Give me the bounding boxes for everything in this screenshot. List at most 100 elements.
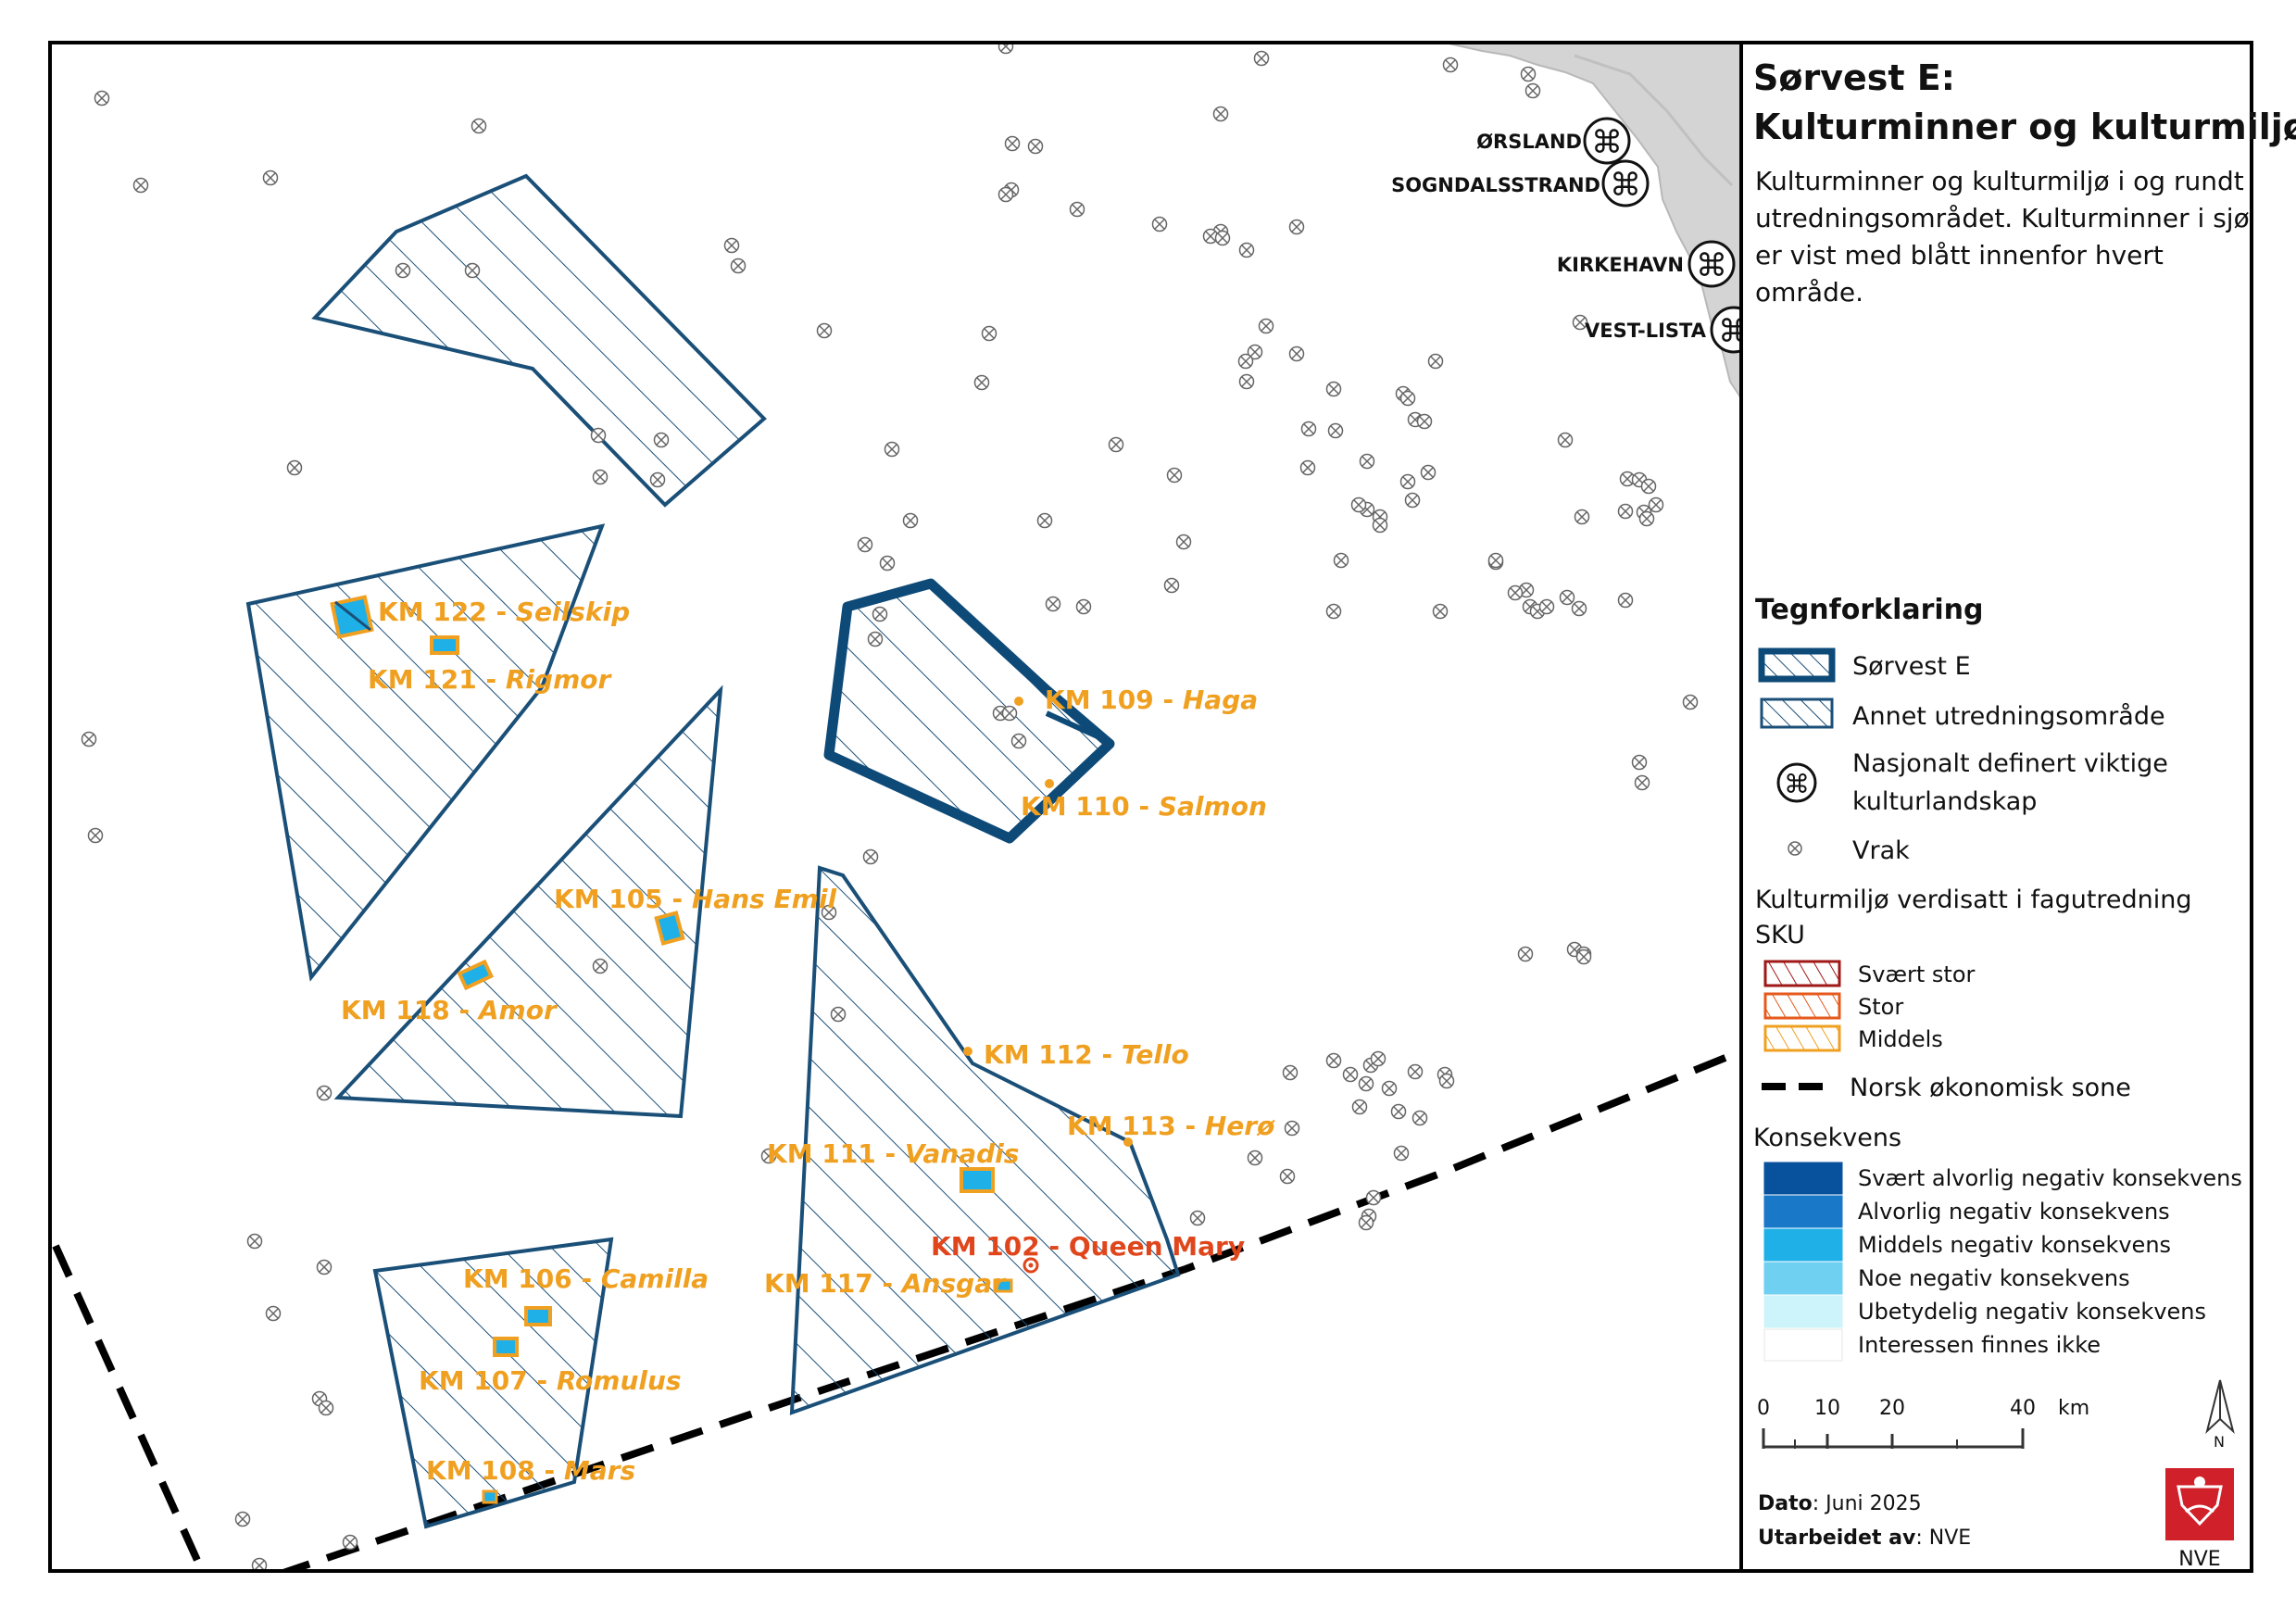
wreck-icon[interactable] bbox=[251, 1557, 268, 1573]
wreck-icon[interactable] bbox=[1214, 230, 1231, 246]
wreck-icon[interactable] bbox=[1001, 705, 1018, 722]
wreck-icon[interactable] bbox=[262, 170, 279, 186]
wreck-icon[interactable] bbox=[1365, 1189, 1382, 1206]
wreck-icon[interactable] bbox=[981, 325, 997, 342]
wreck-icon[interactable] bbox=[1575, 949, 1592, 965]
wreck-icon[interactable] bbox=[342, 1534, 358, 1551]
wreck-icon[interactable] bbox=[1342, 1066, 1359, 1083]
wreck-icon[interactable] bbox=[470, 118, 487, 134]
wreck-icon[interactable] bbox=[997, 186, 1014, 203]
wreck-icon[interactable] bbox=[1572, 314, 1588, 331]
wreck-icon[interactable] bbox=[1282, 1064, 1299, 1081]
wreck-icon[interactable] bbox=[1640, 478, 1657, 495]
wreck-icon[interactable] bbox=[653, 432, 670, 448]
landscape-icon[interactable]: ⌘ bbox=[1583, 117, 1631, 165]
wreck-icon[interactable] bbox=[1634, 774, 1650, 791]
wreck-icon[interactable] bbox=[1372, 517, 1388, 534]
wreck-icon[interactable] bbox=[723, 237, 740, 254]
wreck-icon[interactable] bbox=[760, 1148, 777, 1164]
wreck-icon[interactable] bbox=[879, 555, 896, 572]
landscape-icon[interactable]: ⌘ bbox=[1601, 159, 1650, 207]
wreck-icon[interactable] bbox=[1370, 1050, 1386, 1067]
wreck-icon[interactable] bbox=[1299, 459, 1316, 476]
wreck-icon[interactable] bbox=[1617, 592, 1634, 609]
wreck-icon[interactable] bbox=[1648, 496, 1664, 513]
wreck-icon[interactable] bbox=[902, 512, 919, 529]
wreck-icon[interactable] bbox=[1390, 1103, 1407, 1120]
wreck-icon[interactable] bbox=[1438, 1073, 1455, 1089]
wreck-icon[interactable] bbox=[1517, 946, 1534, 962]
wreck-icon[interactable] bbox=[1237, 353, 1254, 370]
area-north[interactable] bbox=[311, 173, 767, 508]
area-southeast[interactable] bbox=[789, 865, 1181, 1415]
wreck-icon[interactable] bbox=[1333, 552, 1349, 569]
wreck-icon[interactable] bbox=[1212, 106, 1229, 122]
wreck-icon[interactable] bbox=[1507, 584, 1524, 601]
site-km106[interactable] bbox=[524, 1306, 552, 1326]
wreck-icon[interactable] bbox=[867, 631, 884, 647]
wreck-icon[interactable] bbox=[1247, 344, 1263, 360]
wreck-icon[interactable] bbox=[1638, 510, 1655, 527]
wreck-icon[interactable] bbox=[1108, 436, 1124, 453]
wreck-icon[interactable] bbox=[1571, 600, 1587, 617]
wreck-icon[interactable] bbox=[1288, 219, 1305, 235]
wreck-icon[interactable] bbox=[830, 1006, 847, 1023]
wreck-icon[interactable] bbox=[884, 441, 900, 458]
wreck-icon[interactable] bbox=[1300, 421, 1317, 437]
wreck-icon[interactable] bbox=[1069, 201, 1085, 218]
map-area[interactable]: ⌘ ⌘ ⌘ ⌘ ØRSLAND SOGNDALSSTRAND KIRKEHAVN… bbox=[52, 40, 1756, 1576]
wreck-icon[interactable] bbox=[1381, 1080, 1398, 1097]
site-km113[interactable] bbox=[1123, 1137, 1133, 1147]
wreck-icon[interactable] bbox=[316, 1085, 332, 1101]
wreck-icon[interactable] bbox=[590, 427, 607, 444]
area-sorvest-e[interactable] bbox=[823, 578, 1115, 844]
site-km105[interactable] bbox=[654, 911, 685, 946]
wreck-icon[interactable] bbox=[1411, 1110, 1428, 1126]
wreck-icon[interactable] bbox=[1247, 1150, 1263, 1166]
area-west[interactable] bbox=[245, 523, 606, 982]
wreck-icon[interactable] bbox=[1350, 496, 1367, 513]
wreck-icon[interactable] bbox=[1163, 577, 1180, 594]
site-km107[interactable] bbox=[493, 1337, 519, 1357]
wreck-icon[interactable] bbox=[1189, 1210, 1206, 1226]
wreck-icon[interactable] bbox=[872, 606, 888, 622]
wreck-icon[interactable] bbox=[1682, 694, 1699, 710]
wreck-icon[interactable] bbox=[1004, 135, 1021, 152]
wreck-icon[interactable] bbox=[1420, 464, 1437, 481]
wreck-icon[interactable] bbox=[1288, 346, 1305, 362]
site-km110[interactable] bbox=[1045, 779, 1054, 788]
wreck-icon[interactable] bbox=[1358, 1214, 1374, 1231]
wreck-icon[interactable] bbox=[132, 177, 149, 194]
wreck-icon[interactable] bbox=[395, 262, 411, 279]
wreck-icon[interactable] bbox=[592, 469, 609, 485]
wreck-icon[interactable] bbox=[94, 90, 110, 107]
site-km111[interactable] bbox=[960, 1167, 995, 1193]
wreck-icon[interactable] bbox=[1487, 552, 1504, 569]
wreck-icon[interactable] bbox=[1359, 453, 1375, 470]
site-km109[interactable] bbox=[1014, 697, 1023, 706]
wreck-icon[interactable] bbox=[1574, 509, 1590, 525]
wreck-icon[interactable] bbox=[1279, 1168, 1296, 1185]
wreck-icon[interactable] bbox=[1442, 57, 1459, 73]
wreck-icon[interactable] bbox=[1520, 66, 1537, 82]
wreck-icon[interactable] bbox=[1427, 353, 1444, 370]
wreck-icon[interactable] bbox=[1166, 467, 1183, 484]
wreck-icon[interactable] bbox=[1325, 603, 1342, 620]
wreck-icon[interactable] bbox=[1617, 503, 1634, 520]
wreck-icon[interactable] bbox=[1393, 1145, 1410, 1162]
wreck-icon[interactable] bbox=[1151, 216, 1168, 232]
wreck-icon[interactable] bbox=[1399, 390, 1416, 407]
wreck-icon[interactable] bbox=[1399, 473, 1416, 490]
wreck-icon[interactable] bbox=[1045, 596, 1061, 612]
wreck-icon[interactable] bbox=[862, 848, 879, 865]
wreck-icon[interactable] bbox=[1075, 598, 1092, 615]
wreck-icon[interactable] bbox=[1175, 534, 1192, 550]
wreck-icon[interactable] bbox=[592, 958, 609, 974]
wreck-icon[interactable] bbox=[1325, 381, 1342, 397]
wreck-icon[interactable] bbox=[1518, 582, 1535, 598]
wreck-icon[interactable] bbox=[1036, 512, 1053, 529]
wreck-icon[interactable] bbox=[1325, 1052, 1342, 1069]
landscape-icon[interactable]: ⌘ bbox=[1687, 240, 1736, 288]
wreck-icon[interactable] bbox=[1358, 1075, 1374, 1092]
landscape-icon[interactable]: ⌘ bbox=[1710, 306, 1756, 354]
